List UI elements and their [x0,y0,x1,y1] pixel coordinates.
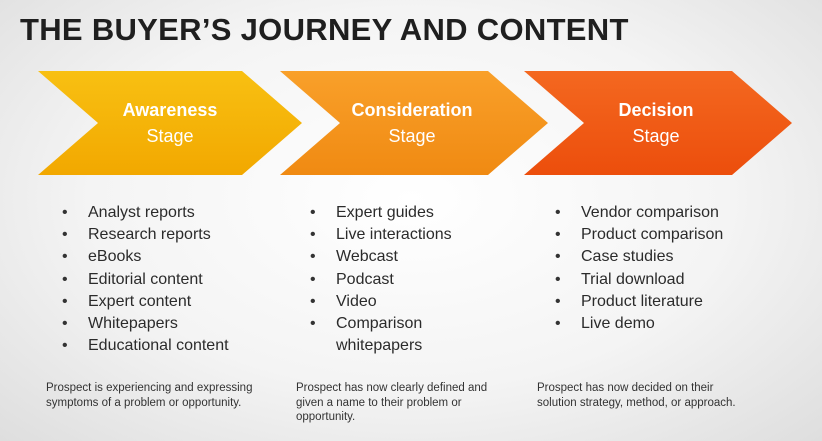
awareness-content-list: Analyst reports Research reports eBooks … [60,202,229,358]
list-item: Live interactions [308,224,458,246]
stage-name: Awareness [122,100,218,120]
consideration-stage-arrow [280,71,548,175]
awareness-description: Prospect is experiencing and expressing … [46,382,253,409]
list-item: Analyst reports [60,202,229,224]
consideration-content-list: Expert guides Live interactions Webcast … [308,202,458,357]
list-item: Editorial content [60,269,229,291]
consideration-description: Prospect has now clearly defined and giv… [296,382,488,424]
stage-sub: Stage [146,126,194,146]
list-item: Live demo [553,313,723,335]
list-item: Case studies [553,246,723,268]
list-item: Trial download [553,269,723,291]
page-title: THE BUYER’S JOURNEY AND CONTENT [20,12,629,47]
stage-name: Consideration [351,100,473,120]
consideration-stage-label: Consideration Stage [312,97,512,149]
decision-description: Prospect has now decided on their soluti… [537,382,736,409]
stage-sub: Stage [632,126,680,146]
stage-name: Decision [618,100,694,120]
stage-sub: Stage [388,126,436,146]
list-item: Product literature [553,291,723,313]
awareness-stage-arrow [38,71,302,175]
list-item: Expert content [60,291,229,313]
list-item: Whitepapers [60,313,229,335]
list-item: Podcast [308,269,458,291]
decision-stage-arrow [524,71,792,175]
list-item: Product comparison [553,224,723,246]
list-item: Video [308,291,458,313]
decision-stage-label: Decision Stage [556,97,756,149]
list-item: Vendor comparison [553,202,723,224]
list-item: eBooks [60,246,229,268]
list-item: Webcast [308,246,458,268]
list-item: Comparison whitepapers [308,313,458,357]
awareness-stage-label: Awareness Stage [70,97,270,149]
decision-content-list: Vendor comparison Product comparison Cas… [553,202,723,335]
list-item: Research reports [60,224,229,246]
list-item: Expert guides [308,202,458,224]
list-item: Educational content [60,335,229,357]
